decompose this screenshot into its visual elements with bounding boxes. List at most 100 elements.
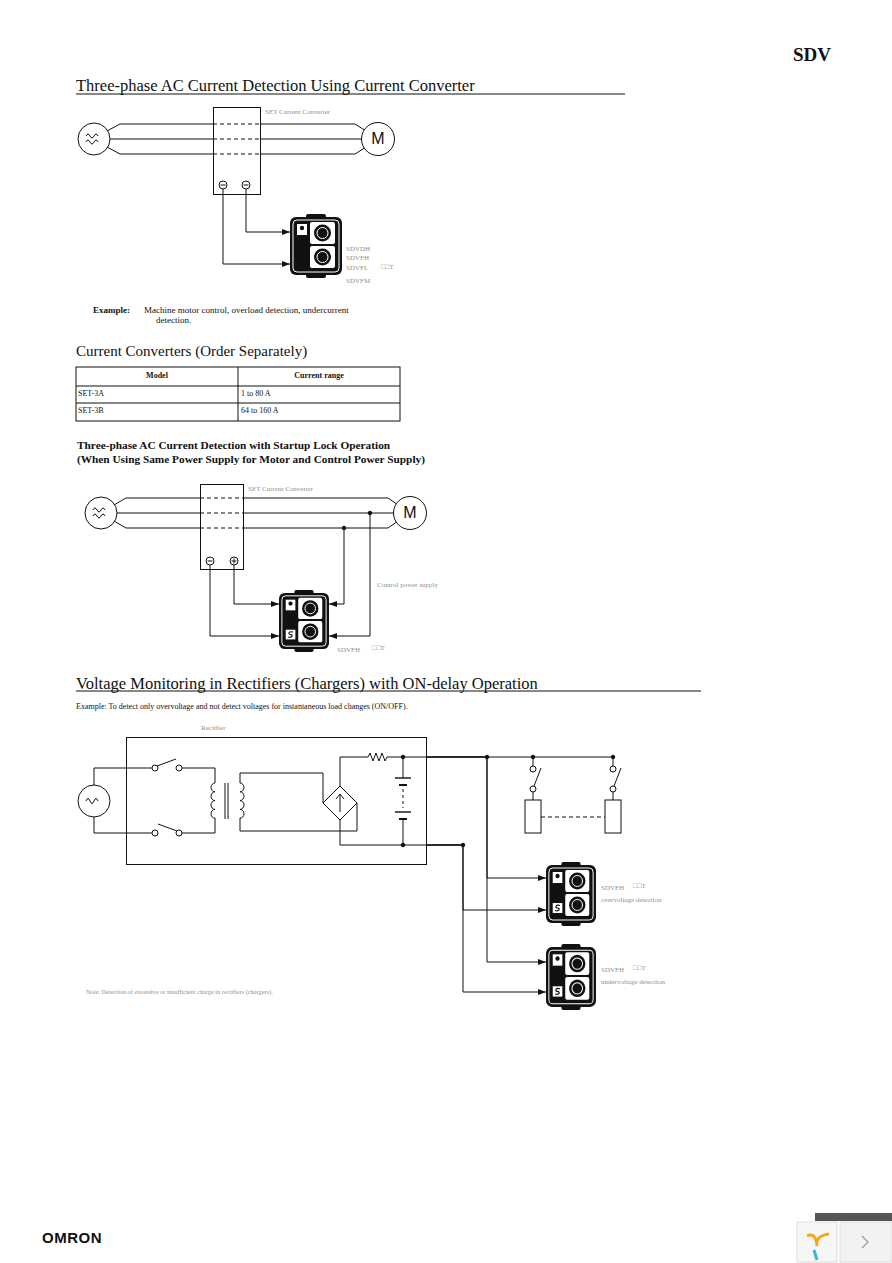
note-text: Note: Detection of excessive or insuffic… [86, 988, 273, 995]
table-cell: 1 to 80 A [241, 389, 271, 398]
setting-knob [302, 600, 318, 616]
resistor-symbol [368, 753, 615, 761]
motor-letter: M [403, 505, 416, 521]
lock-switch-symbol [555, 905, 560, 911]
table-cell: SET-3B [78, 406, 104, 415]
relay-inner-outline [293, 220, 339, 272]
current-converter-box: SET Current Converter [213, 107, 261, 195]
setting-knob-ring [317, 228, 328, 239]
header-code: SDV [793, 44, 831, 66]
example-text: Machine motor control, overload detectio… [144, 305, 349, 326]
lock-switch-window [553, 986, 563, 996]
setting-knob [569, 873, 585, 890]
setting-knob-ring [572, 900, 583, 911]
setting-knob [314, 225, 331, 242]
model-label: SDVFH [337, 647, 360, 655]
node-label: Rectifier [201, 725, 226, 733]
table-rule [238, 367, 239, 421]
signal-wire [223, 195, 290, 264]
knob-window [298, 598, 322, 619]
lock-switch-symbol [555, 989, 560, 995]
knob-window [310, 246, 335, 268]
signal-wire [427, 757, 546, 962]
setting-knob [314, 249, 331, 266]
setting-knob-ring [572, 958, 583, 969]
table-header: Model [76, 371, 238, 380]
ac-source-symbol [85, 497, 117, 529]
load-box [525, 800, 541, 833]
indicator-window [286, 600, 296, 611]
battery-symbol [395, 755, 411, 847]
rectifier-box: Rectifier [126, 737, 427, 865]
relay-inner-outline [549, 868, 593, 920]
relay-body [546, 862, 596, 926]
model-label: SDVDH [346, 246, 370, 254]
section-heading: Current Converters (Order Separately) [76, 343, 307, 360]
indicator-lamp [300, 226, 304, 230]
motor-circle: M [393, 496, 427, 530]
indicator-window [553, 872, 563, 883]
model-label: overvoltage detection [601, 897, 661, 905]
brand-logo: OMRON [42, 1229, 102, 1246]
example-text: Example: To detect only overvoltage and … [76, 702, 408, 711]
model-label: SDVFM [346, 278, 370, 286]
relay-body [546, 944, 596, 1010]
signal-wire [427, 845, 546, 992]
relay-inner-outline [549, 950, 593, 1004]
model-label: SDVFH [601, 885, 624, 893]
indicator-lamp [555, 956, 559, 961]
ac-source-symbol [78, 123, 110, 155]
wire-label: Control power supply [377, 581, 438, 589]
relay-housing [546, 865, 596, 923]
setting-knob-ring [317, 252, 328, 263]
terminal-symbol [219, 181, 250, 195]
load-box [605, 800, 621, 833]
lock-switch-window [553, 903, 563, 913]
section-heading: Three-phase AC Current Detection Using C… [76, 77, 475, 96]
section-heading: Voltage Monitoring in Rectifiers (Charge… [76, 675, 538, 694]
relay-housing [546, 947, 596, 1007]
signal-wire [210, 570, 279, 636]
setting-knob-ring [305, 626, 316, 637]
setting-knob [569, 955, 585, 973]
primary-circuit [94, 759, 228, 836]
knob-window [565, 977, 589, 1000]
model-label: □□T [633, 965, 646, 973]
indicator-window [297, 224, 307, 235]
relay-housing [290, 217, 342, 275]
model-label: SDVFH [601, 967, 624, 975]
control-power-wire [329, 511, 372, 636]
table-header: Current range [238, 371, 400, 380]
model-label: □□T [633, 883, 646, 891]
wiring [76, 94, 701, 847]
lock-switch-window [286, 630, 296, 640]
relay-unit: SDVFH□□Tovervoltage detection [546, 862, 596, 926]
relay-body [279, 590, 329, 652]
model-label: SDVFL [346, 265, 368, 273]
relay-unit: SDVDHSDVFHSDVFLSDVFM□□T [290, 214, 342, 278]
indicator-lamp [555, 874, 559, 878]
node-label: SET Current Converter [265, 109, 330, 117]
page-corner-icon [797, 1213, 892, 1262]
motor-letter: M [371, 131, 384, 147]
relay-body [290, 214, 342, 278]
lock-switch-symbol [288, 632, 293, 637]
setting-knob [569, 980, 585, 998]
knob-window [310, 222, 335, 244]
knob-window [298, 621, 322, 642]
secondary-circuit [240, 773, 357, 831]
model-label: SDVFH [346, 255, 369, 263]
example-label: Example: [93, 305, 130, 315]
model-label: □□T [372, 645, 385, 653]
three-phase-lines [114, 498, 398, 528]
indicator-lamp [288, 601, 292, 605]
subheading: (When Using Same Power Supply for Motor … [77, 453, 425, 466]
load-circuit [461, 755, 621, 847]
table-cell: SET-3A [78, 389, 104, 398]
setting-knob [302, 623, 318, 639]
model-label: undervoltage detection [601, 979, 665, 987]
knob-window [565, 952, 589, 975]
indicator-window [553, 954, 563, 965]
